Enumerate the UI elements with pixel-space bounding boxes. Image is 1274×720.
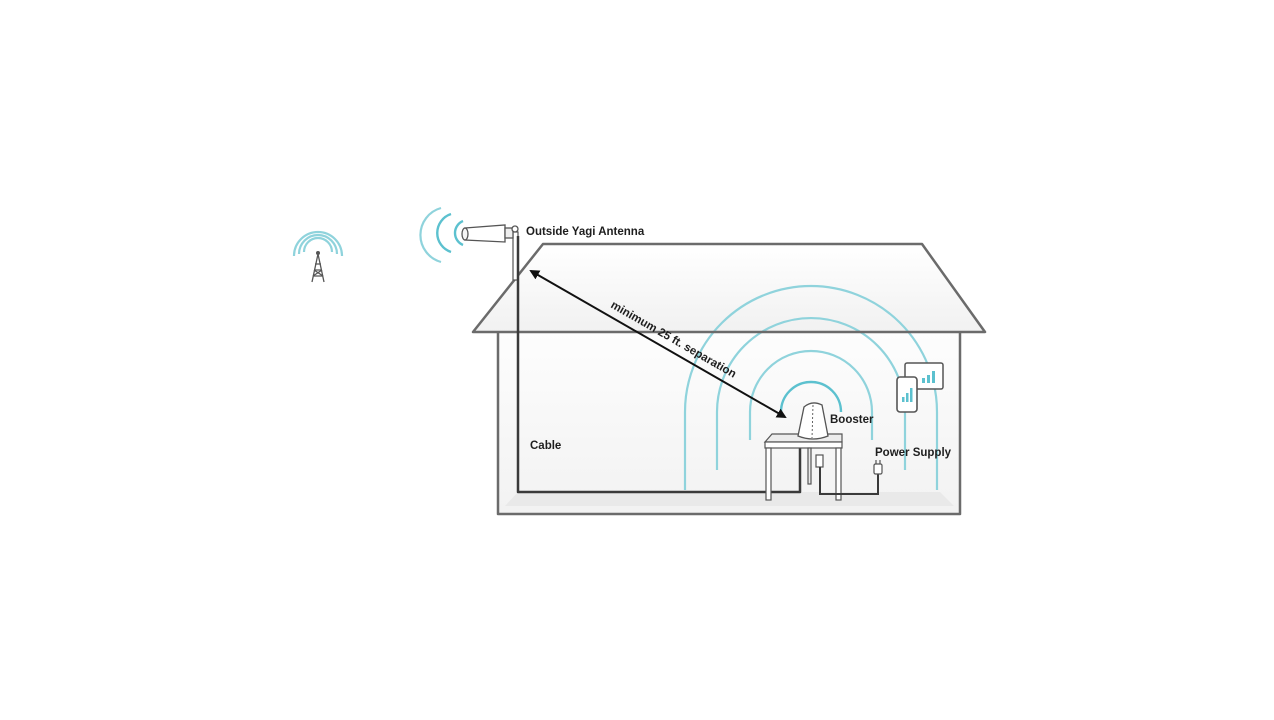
coax-cable: [516, 236, 802, 494]
cable-label: Cable: [530, 440, 561, 452]
booster-icon: [797, 402, 829, 440]
house-walls: [498, 332, 960, 514]
separation-arrow: [529, 270, 787, 418]
smartphone-icon: [896, 376, 918, 413]
power-cable: [819, 467, 879, 495]
power-supply-label: Power Supply: [875, 447, 952, 459]
tower-signal-waves: [292, 230, 344, 257]
antenna-label: Outside Yagi Antenna: [526, 226, 645, 238]
booster-label: Booster: [830, 414, 874, 426]
yagi-antenna-icon: [461, 224, 519, 243]
floor: [505, 492, 954, 506]
cell-tower: [292, 230, 344, 283]
house-outline: [471, 242, 987, 516]
power-adapter-icon: [873, 460, 883, 475]
antenna-signal-waves: [419, 206, 464, 264]
cell-tower-icon: [311, 251, 325, 283]
house-roof: [473, 244, 985, 332]
